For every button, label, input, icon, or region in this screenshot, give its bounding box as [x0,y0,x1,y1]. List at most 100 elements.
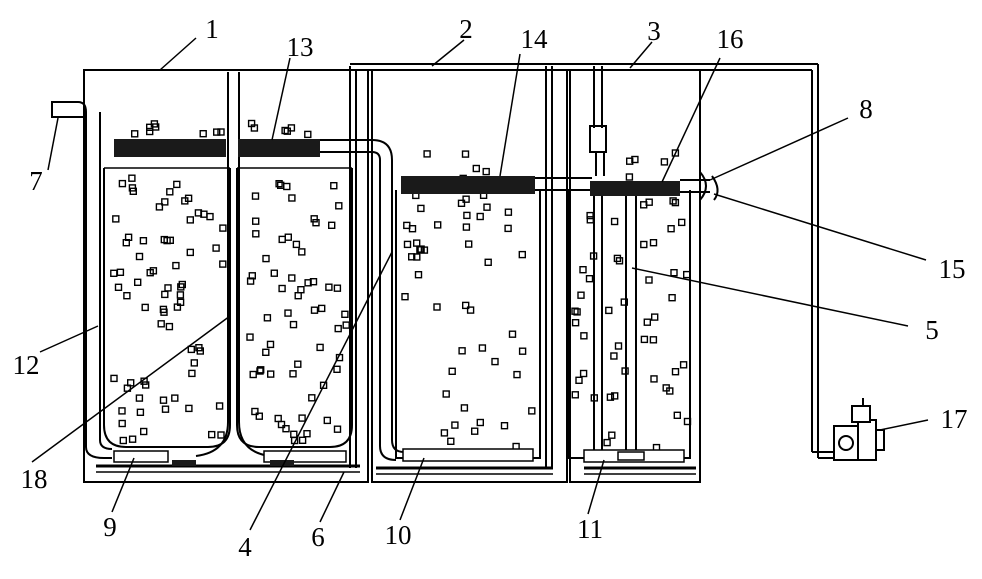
media-particle [660,158,669,166]
media-particle [442,390,450,398]
media-particle [679,361,688,369]
media-particle [650,375,658,383]
media-particle [666,387,674,395]
media-particle [482,167,490,176]
aerator-10 [402,448,534,462]
label-12: 12 [13,350,40,380]
media-particle [472,164,480,173]
media-particle [172,261,180,270]
media-particle [333,365,341,373]
media-particle [606,393,615,401]
media-particle [504,208,513,216]
bypass-pipe [85,112,112,459]
label-18: 18 [21,464,48,494]
media-particle [116,268,125,276]
media-particle [579,266,587,274]
media-particle [207,430,216,439]
media-particle [255,412,263,420]
media-particle [288,194,296,202]
label-13: 13 [287,32,314,62]
media-particle [173,180,181,189]
callout-labels: 1 2 3 4 5 6 7 8 9 10 11 12 13 14 15 16 1… [13,14,968,562]
media-particle [671,198,680,207]
media-particle [451,421,459,429]
media-particle [611,392,619,400]
media-particle [668,294,676,302]
media-particle [256,367,264,375]
media-particle [580,332,588,340]
media-block-16 [590,181,680,196]
media-particle [215,402,224,410]
media-particle [199,129,207,138]
media-particle [190,359,199,367]
media-particle [420,246,429,254]
media-particle [287,124,296,132]
media-particle [304,130,312,139]
media-particle [118,179,127,188]
media-particle [440,429,449,437]
media-particle [128,174,136,182]
media-particle [161,290,169,299]
media-particle [135,394,144,402]
media-particle [118,419,126,428]
media-particle [649,336,658,344]
media-particle [298,414,306,422]
media-particle [252,230,260,238]
label-16: 16 [717,24,744,54]
media-particle [139,236,148,245]
label-15: 15 [939,254,966,284]
media-particles [110,119,692,452]
media-particle [571,391,579,399]
media-particle [249,370,257,379]
media-particle [408,253,416,261]
label-5: 5 [925,315,939,345]
media-particle [401,293,409,301]
tank-3 [535,66,719,483]
media-particle [342,321,350,329]
media-particle [579,369,588,378]
media-particle [304,279,312,287]
media-particle [670,269,678,277]
media-particle [278,235,286,244]
media-particle [133,278,142,286]
media-particle [483,203,491,211]
media-particle [188,369,196,378]
media-particle [176,291,185,299]
label-3: 3 [647,16,661,46]
media-particle [181,197,189,205]
media-particle [251,192,260,200]
media-particle [463,211,471,220]
media-particle [303,430,311,438]
media-particle [277,181,285,190]
media-particle [284,233,292,241]
media-particle [620,298,628,306]
media-particle [186,216,195,224]
media-particle [683,270,691,279]
media-particle [462,223,471,231]
media-particle [571,319,580,327]
media-particle [508,330,517,338]
media-particle [417,204,425,213]
label-11: 11 [577,514,603,544]
media-particle [157,320,165,328]
media-particle [266,340,275,349]
media-particle [151,123,160,131]
media-particle [146,269,154,277]
tank-1 [51,69,369,483]
media-particle [462,195,470,203]
media-particle [323,416,331,425]
label-7: 7 [29,166,43,196]
media-particle [476,418,484,427]
media-particle [275,179,283,188]
media-particle [328,221,336,230]
media-particle [274,414,282,423]
media-particle [643,318,651,326]
media-particle [416,246,424,254]
aerator-9 [113,450,169,463]
media-particle [433,303,441,311]
media-particle [246,333,254,341]
media-particle [513,370,521,379]
media-particle [667,224,675,233]
media-particle [251,217,260,225]
